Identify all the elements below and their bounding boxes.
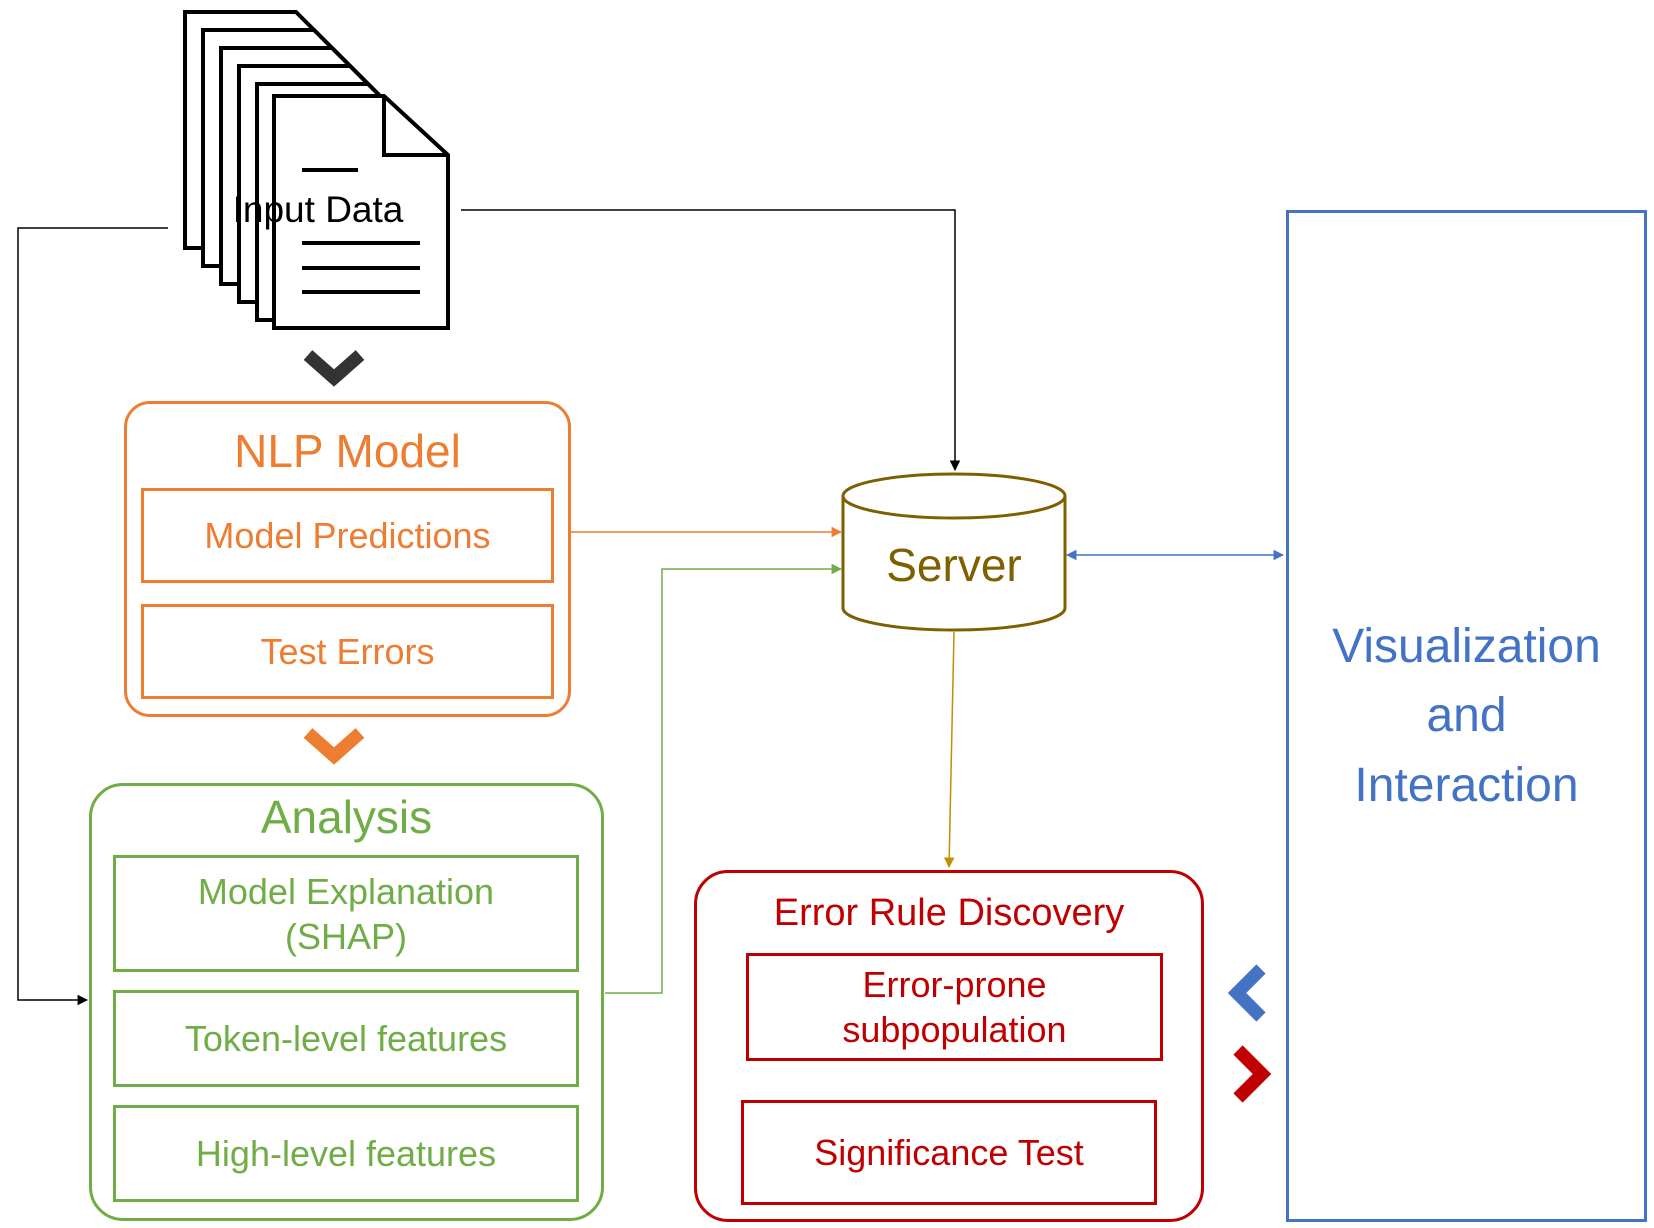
- nlp-model-group: [124, 401, 571, 717]
- analysis-group: [89, 783, 604, 1221]
- input-data-label: Input Data: [232, 188, 404, 230]
- connector-input-to-analysis: [17, 227, 168, 1006]
- chevron-down-icon: [303, 350, 365, 387]
- connector-analysis-to-server: [605, 563, 843, 994]
- high-level-features-box: High-level features: [113, 1105, 579, 1202]
- error-rule-discovery-title: Error Rule Discovery: [773, 892, 1125, 935]
- error-rule-discovery-group: [694, 870, 1204, 1222]
- test-errors-box: Test Errors: [141, 604, 554, 699]
- stacked-documents-icon: [183, 10, 450, 330]
- chevron-left-icon: [1227, 964, 1266, 1022]
- connector-input-to-server: [461, 209, 961, 472]
- significance-test-box: Significance Test: [741, 1100, 1157, 1205]
- visualization-panel: [1286, 210, 1647, 1222]
- error-prone-subpopulation-box: Error-prone subpopulation: [746, 953, 1163, 1061]
- connector-server-to-rules: [943, 631, 955, 869]
- visualization-label: Visualization and Interaction: [1332, 619, 1601, 812]
- chevron-down-icon: [303, 728, 365, 765]
- analysis-title: Analysis: [260, 791, 433, 844]
- server-label: Server: [886, 539, 1022, 592]
- model-predictions-box: Model Predictions: [141, 488, 554, 583]
- nlp-model-title: NLP Model: [234, 425, 461, 478]
- chevron-right-icon: [1233, 1045, 1272, 1103]
- token-level-features-box: Token-level features: [113, 990, 579, 1087]
- database-cylinder-icon: [841, 472, 1067, 632]
- model-explanation-box: Model Explanation (SHAP): [113, 855, 579, 972]
